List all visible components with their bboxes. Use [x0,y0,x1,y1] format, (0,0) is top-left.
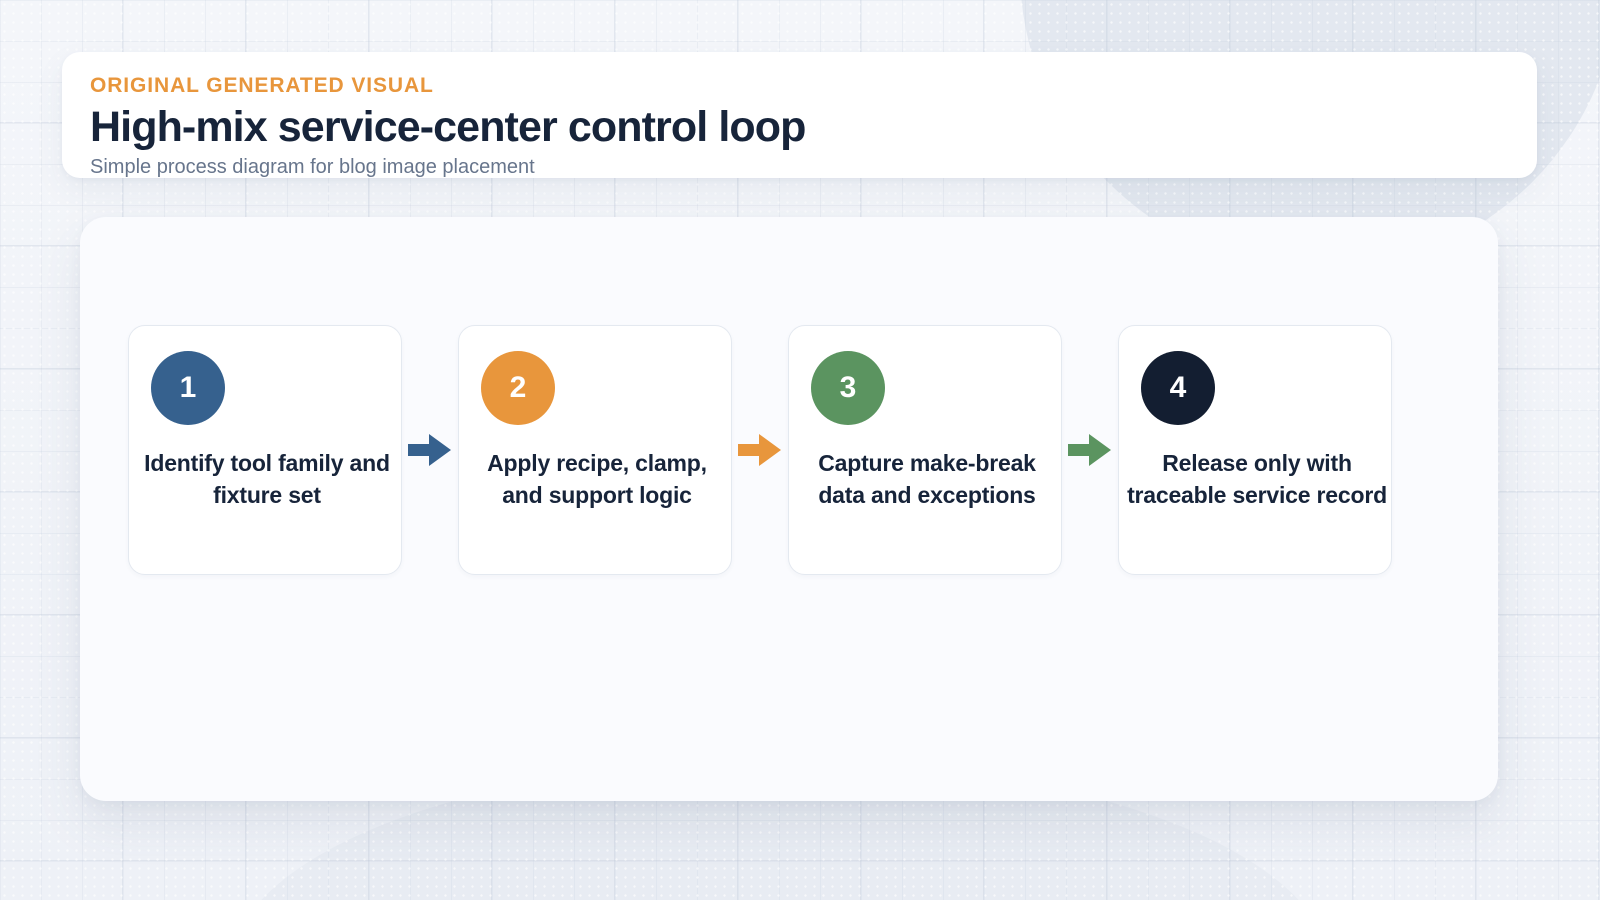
process-step-3[interactable]: 3 Capture make-break data and exceptions [788,325,1062,575]
step-number-badge-1: 1 [151,351,225,425]
connector-arrow-3: #5b9460 [1062,428,1118,472]
process-step-1[interactable]: 1 Identify tool family and fixture set [128,325,402,575]
connector-arrow-2: #e8963c [732,428,788,472]
step-number-3: 3 [839,371,857,404]
step-number-badge-4: 4 [1141,351,1215,425]
step-label-1: Identify tool family and fixture set [144,450,390,509]
step-label-4: Release only with traceable service reco… [1127,450,1387,509]
connector-arrow-1: #36618e [402,428,458,472]
process-step-2[interactable]: 2 Apply recipe, clamp, and support logic [458,325,732,575]
step-number-badge-3: 3 [811,351,885,425]
step-number-badge-2: 2 [481,351,555,425]
page-subtitle: Simple process diagram for blog image pl… [90,155,535,178]
arrow-right-icon [408,434,451,466]
step-number-1: 1 [179,371,197,404]
arrow-right-icon [738,434,781,466]
eyebrow-label: ORIGINAL GENERATED VISUAL [90,74,434,97]
step-number-2: 2 [509,371,527,404]
diagram-panel: 1 Identify tool family and fixture set #… [80,217,1498,801]
page-title: High-mix service-center control loop [90,103,806,152]
arrow-right-icon [1068,434,1111,466]
process-flow: 1 Identify tool family and fixture set #… [128,325,1450,575]
step-label-3: Capture make-break data and exceptions [818,450,1036,509]
step-label-2: Apply recipe, clamp, and support logic [487,450,707,509]
step-number-4: 4 [1169,371,1187,404]
process-step-4[interactable]: 4 Release only with traceable service re… [1118,325,1392,575]
header-card: ORIGINAL GENERATED VISUAL High-mix servi… [62,52,1537,178]
